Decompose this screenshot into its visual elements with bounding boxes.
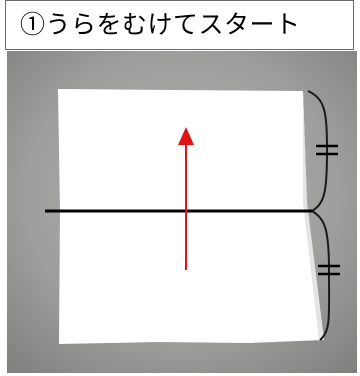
paper-shadow-edge (303, 91, 324, 340)
upper-brace (307, 90, 329, 212)
paper-sheet (58, 89, 324, 344)
paper-photo (7, 51, 357, 373)
lower-brace (311, 210, 331, 341)
arrow-head-icon (178, 127, 194, 145)
step-caption-box: ①うらをむけてスタート (5, 0, 354, 50)
step-caption: ①うらをむけてスタート (20, 10, 301, 39)
